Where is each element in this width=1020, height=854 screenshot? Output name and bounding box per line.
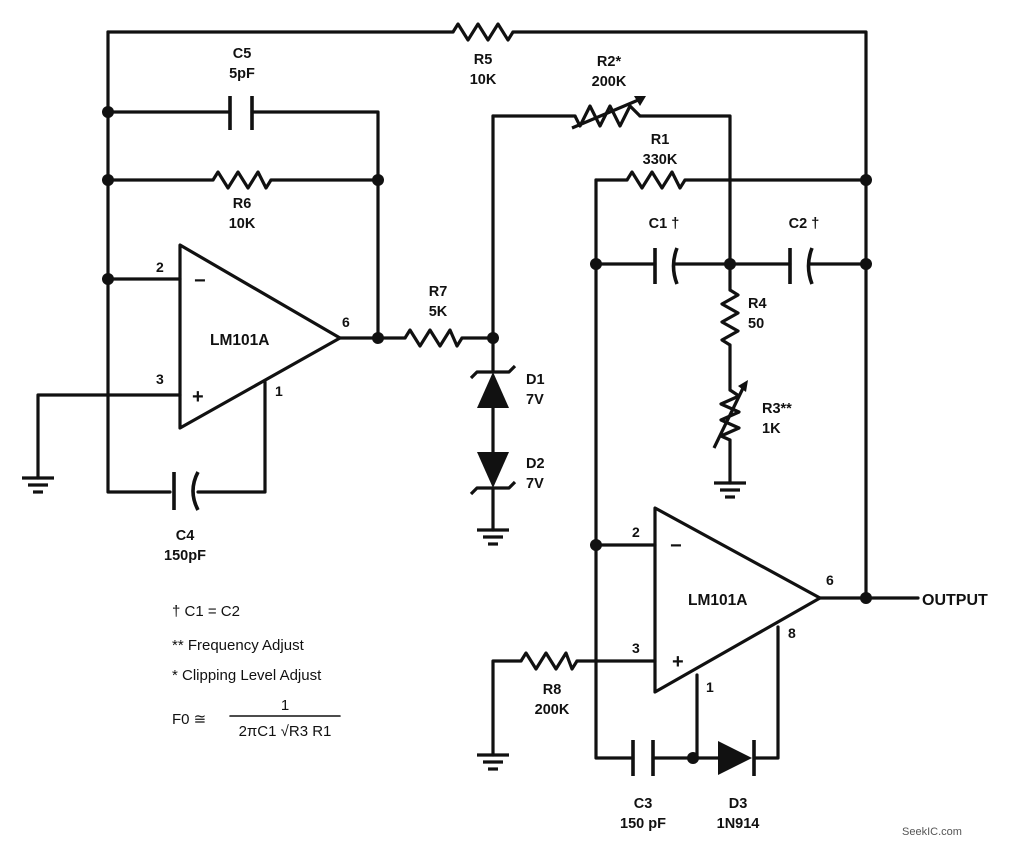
resistor-r1 <box>625 170 687 190</box>
resistor-r7 <box>403 328 464 348</box>
resistor-r8 <box>519 651 579 671</box>
r4-value: 50 <box>748 316 764 332</box>
r6-value: 10K <box>229 216 256 232</box>
opamp-u2: − + LM101A 2 3 6 1 8 <box>632 506 834 695</box>
u2-plus-sign: + <box>672 651 684 673</box>
c4-ref: C4 <box>176 528 195 544</box>
r2-value: 200K <box>592 74 627 90</box>
c3-ref: C3 <box>634 796 653 812</box>
capacitor-c1 <box>653 247 679 285</box>
formula-denominator: 2πC1 √R3 R1 <box>239 723 332 740</box>
output-label: OUTPUT <box>922 592 988 609</box>
zener-diode-d1 <box>469 364 517 408</box>
c5-ref: C5 <box>233 46 252 62</box>
c1-ref: C1 † <box>649 216 680 232</box>
resistor-r6 <box>211 170 273 190</box>
u1-pin-comp: 1 <box>275 383 283 399</box>
r3-ref: R3** <box>762 401 792 417</box>
zener-diode-d2 <box>469 452 517 496</box>
capacitor-c4 <box>172 471 200 511</box>
u1-plus-sign: + <box>192 386 204 408</box>
note-c1-equals-c2: † C1 = C2 <box>172 603 240 620</box>
u1-part-label: LM101A <box>210 332 269 349</box>
r1-ref: R1 <box>651 132 670 148</box>
capacitor-c5 <box>228 96 254 130</box>
variable-resistor-r3 <box>712 380 748 449</box>
formula-lhs: F0 ≅ <box>172 711 206 728</box>
r5-value: 10K <box>470 72 497 88</box>
junction-dots <box>102 106 872 764</box>
u1-minus-sign: − <box>194 270 206 292</box>
r6-ref: R6 <box>233 196 252 212</box>
r3-value: 1K <box>762 421 781 437</box>
formula-numerator: 1 <box>281 697 289 714</box>
variable-resistor-r2 <box>571 96 646 130</box>
note-frequency-adjust: ** Frequency Adjust <box>172 637 305 654</box>
u2-minus-sign: − <box>670 535 682 557</box>
r2-ref: R2* <box>597 54 622 70</box>
c2-ref: C2 † <box>789 216 820 232</box>
r5-ref: R5 <box>474 52 493 68</box>
diode-d3 <box>718 740 756 776</box>
u2-pin-comp2: 8 <box>788 625 796 641</box>
u2-pin-comp: 1 <box>706 679 714 695</box>
d3-value: 1N914 <box>717 816 760 832</box>
r7-ref: R7 <box>429 284 448 300</box>
r7-value: 5K <box>429 304 448 320</box>
r8-value: 200K <box>535 702 570 718</box>
watermark: SeekIC.com <box>902 826 962 838</box>
c5-value: 5pF <box>229 66 255 82</box>
wires <box>36 30 920 760</box>
component-labels: C5 5pF R5 10K R2* 200K R1 330K R6 10K C1… <box>164 46 819 832</box>
r8-ref: R8 <box>543 682 562 698</box>
d1-ref: D1 <box>526 372 545 388</box>
capacitor-c3 <box>631 740 655 776</box>
ground-symbol-1 <box>22 476 54 494</box>
u2-pin-inv: 2 <box>632 524 640 540</box>
c4-value: 150pF <box>164 548 206 564</box>
notes-block: † C1 = C2 ** Frequency Adjust * Clipping… <box>172 603 322 684</box>
note-clipping-level-adjust: * Clipping Level Adjust <box>172 667 322 684</box>
ground-symbol-2 <box>477 528 509 546</box>
d2-ref: D2 <box>526 456 545 472</box>
capacitor-c2 <box>788 247 814 285</box>
d2-value: 7V <box>526 476 544 492</box>
u1-pin-inv: 2 <box>156 259 164 275</box>
u1-pin-out: 6 <box>342 314 350 330</box>
u1-pin-noninv: 3 <box>156 371 164 387</box>
d1-value: 7V <box>526 392 544 408</box>
resistor-r4 <box>720 288 740 347</box>
c3-value: 150 pF <box>620 816 666 832</box>
ground-symbol-4 <box>477 753 509 771</box>
u2-part-label: LM101A <box>688 592 747 609</box>
u2-pin-noninv: 3 <box>632 640 640 656</box>
resistor-r5 <box>451 22 515 42</box>
frequency-formula: F0 ≅ 1 2πC1 √R3 R1 <box>172 697 341 740</box>
r4-ref: R4 <box>748 296 767 312</box>
d3-ref: D3 <box>729 796 748 812</box>
u2-pin-out: 6 <box>826 572 834 588</box>
r1-value: 330K <box>643 152 678 168</box>
ground-symbol-3 <box>714 481 746 499</box>
opamp-u1: − + LM101A 2 3 6 1 <box>156 243 350 430</box>
